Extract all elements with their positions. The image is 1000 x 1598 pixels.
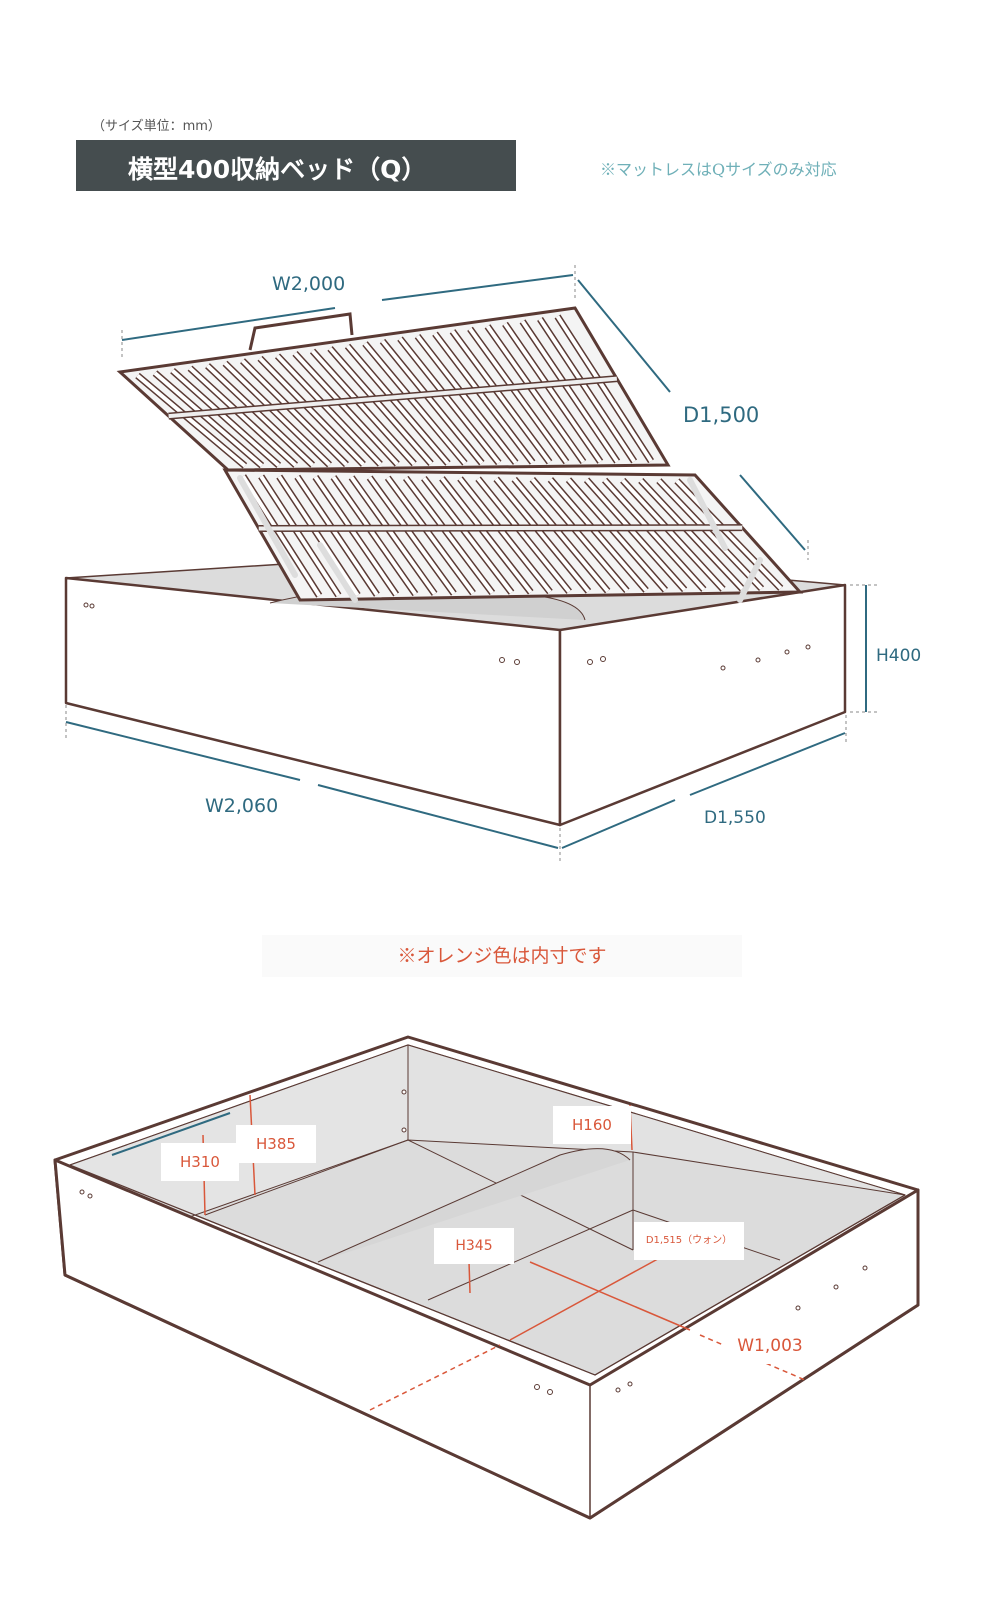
slat-face: [538, 317, 636, 463]
slat-face: [295, 475, 379, 596]
slat-face: [458, 477, 552, 594]
slat-face: [440, 477, 533, 594]
slat-face: [276, 354, 382, 466]
slat-face: [422, 476, 514, 594]
slat-face: [485, 325, 586, 464]
slat-face: [494, 477, 591, 593]
slat-face: [476, 477, 571, 593]
slat-face: [293, 352, 399, 466]
slat-face: [363, 342, 467, 465]
slat-face: [512, 477, 610, 593]
slat-face: [566, 478, 667, 592]
lifted-slat-frame-upper: [116, 306, 671, 472]
slat-face: [675, 479, 783, 590]
slat-face: [639, 479, 744, 591]
slat-face: [520, 320, 619, 463]
slat-face: [171, 369, 281, 467]
lifted-slat-frame-lower: [222, 468, 804, 602]
slat-face: [433, 332, 535, 464]
slat-face: [349, 476, 437, 596]
dim-width: W2,060: [205, 795, 279, 817]
inner-size-note: ※オレンジ色は内寸です: [262, 935, 742, 977]
mattress-note: ※マットレスはQサイズのみ対応: [600, 160, 837, 179]
slat-face: [136, 374, 247, 468]
slat-face: [241, 475, 321, 597]
cross-bar-face: [258, 525, 743, 531]
gas-struts: [237, 475, 763, 603]
dim-h345: H345: [434, 1228, 514, 1264]
storage-box-bottom: [53, 1035, 920, 1520]
slat-face: [503, 322, 602, 463]
bed-box-top: [64, 559, 847, 827]
slat-face: [398, 337, 501, 465]
slat-face: [380, 339, 484, 465]
unit-note: （サイズ単位：mm）: [92, 119, 221, 134]
slat-face: [241, 359, 348, 467]
slat-face: [530, 477, 629, 593]
slat-face: [415, 334, 518, 464]
page-title: 横型400収納ベッド（Q）: [128, 155, 427, 184]
dim-h160: H160: [553, 1106, 631, 1144]
dimension-lines-top: [65, 274, 867, 849]
slat-face: [345, 344, 450, 465]
dim-depth: D1,550: [704, 808, 766, 828]
slat-face: [450, 330, 552, 464]
extension-lines-top: [65, 265, 880, 862]
slat-face: [621, 478, 725, 591]
dim-h385: H385: [236, 1125, 316, 1163]
slat-face: [555, 315, 653, 463]
dim-d1515: D1,515（ウォン）: [634, 1222, 744, 1260]
slat-face: [206, 364, 314, 467]
cross-bar-face: [168, 376, 618, 419]
slat-face: [386, 476, 475, 595]
dim-frame-depth: D1,500: [683, 403, 760, 427]
holes-top: [83, 602, 811, 671]
holes-bottom: [79, 1089, 868, 1395]
slat-face: [258, 356, 365, 466]
slat-face: [585, 478, 687, 592]
slat-face: [367, 476, 456, 595]
title-bar: [76, 140, 516, 191]
slat-face: [603, 478, 706, 591]
slat-face: [311, 349, 416, 466]
slat-face: [657, 479, 763, 590]
slat-face: [468, 327, 569, 464]
slat-face: [331, 476, 418, 596]
dim-frame-width: W2,000: [272, 273, 346, 295]
teal-dimension-line: [111, 1112, 231, 1156]
slat-face: [548, 478, 648, 592]
handle: [248, 312, 354, 351]
slat-face: [153, 371, 264, 468]
slat-face: [223, 361, 331, 467]
dim-height: H400: [876, 646, 922, 666]
slat-face: [259, 475, 341, 597]
dim-w1003: W1,003: [722, 1328, 818, 1364]
dim-h310: H310: [161, 1143, 239, 1181]
slat-face: [313, 475, 398, 596]
slat-face: [277, 475, 360, 597]
slat-face: [404, 476, 494, 595]
slat-face: [328, 347, 433, 466]
slat-face: [188, 366, 298, 467]
